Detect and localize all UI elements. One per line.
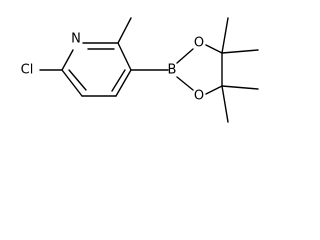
bond-c5-c6-double [68, 69, 87, 91]
bond-b-o1 [176, 48, 194, 64]
bond-ca-methyl-up [221, 17, 229, 54]
bond-c5-c6 [61, 69, 83, 97]
bond-cb-methyl-down [221, 85, 229, 123]
bond-c2-c3 [117, 42, 132, 71]
atom-label-nitrogen: N [71, 32, 81, 47]
bond-ca-methyl-right [221, 49, 259, 54]
atom-label-boron: B [168, 63, 177, 78]
bond-cb-methyl-right [221, 85, 259, 90]
bond-c3-c4-double [111, 69, 126, 92]
bond-o1-ca [205, 44, 223, 54]
atom-label-chlorine: Cl [21, 63, 34, 78]
bond-c6-n1 [61, 49, 74, 71]
bond-c3-c4 [115, 69, 132, 97]
atom-label-oxygen-top: O [194, 36, 204, 51]
bond-o2-cb [205, 85, 223, 95]
structure-canvas: N Cl B O O [0, 0, 278, 135]
molecule-structure: N Cl B O O [21, 17, 259, 123]
bond-c2-methyl [117, 17, 132, 44]
atom-label-oxygen-bottom: O [194, 89, 204, 104]
bond-b-o2 [176, 76, 194, 91]
